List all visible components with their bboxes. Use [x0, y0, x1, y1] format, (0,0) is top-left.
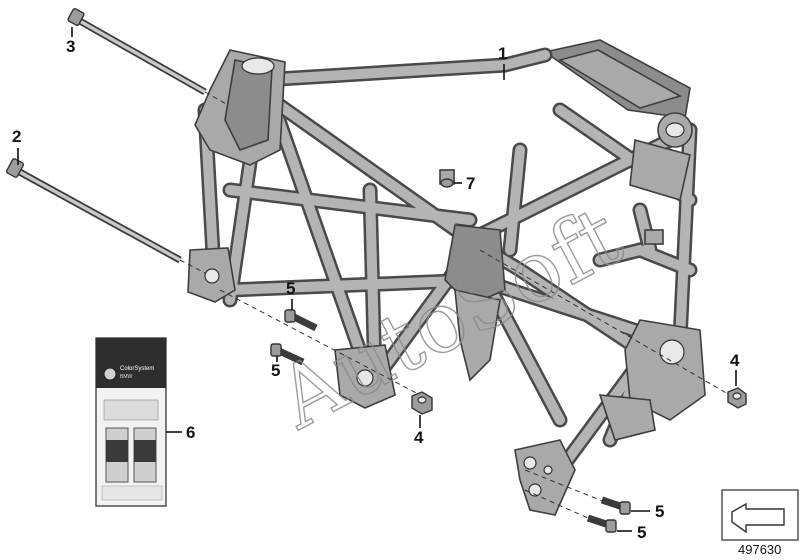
paint-kit-sub: BMW — [120, 374, 133, 380]
frame-rear-top-plate-face — [557, 49, 683, 109]
callouts: 1 2 3 4 4 5 5 5 5 6 7 — [12, 27, 740, 542]
part-7-plug — [440, 178, 454, 188]
bottle-cap — [134, 440, 156, 462]
paint-kit-label — [103, 399, 159, 421]
part-5-bolt-right-upper — [600, 496, 631, 515]
callout-5-left-upper: 5 — [286, 279, 295, 298]
assembly-line — [524, 469, 621, 509]
frame-rear-bracket — [629, 138, 691, 202]
callout-2: 2 — [12, 127, 21, 146]
frame-tab — [644, 229, 664, 245]
nut-hole — [732, 392, 742, 400]
main-frame — [187, 39, 706, 516]
callout-5-left-lower: 5 — [271, 361, 280, 380]
part-4-nut-left — [411, 391, 433, 415]
nut-hole — [417, 396, 427, 404]
frame-head-tube-top — [241, 57, 275, 75]
bolt-head — [619, 501, 631, 515]
reference-number: 497630 — [738, 542, 781, 557]
frame-swingarm-pivot-plate — [624, 319, 706, 421]
callout-5-right-upper: 5 — [655, 502, 664, 521]
bracket-hole — [523, 456, 537, 470]
callout-6: 6 — [186, 423, 195, 442]
knuckle-hole — [665, 122, 685, 138]
callout-3: 3 — [66, 37, 75, 56]
part-2-long-bolt — [5, 158, 182, 264]
direction-arrow-icon — [731, 502, 785, 534]
bolt-head — [605, 519, 617, 533]
paint-kit-brand: ColorSystem — [120, 366, 154, 372]
mount-hole — [356, 369, 374, 387]
callout-4-left: 4 — [414, 428, 424, 447]
kit-footer — [101, 485, 163, 501]
callout-5-right-lower: 5 — [637, 523, 646, 542]
part-5-bolt-left-upper — [284, 309, 318, 332]
bottle-cap — [106, 440, 128, 462]
part-5-bolt-left-lower — [270, 343, 305, 366]
callout-7: 7 — [466, 174, 475, 193]
part-3-long-bolt — [67, 8, 207, 96]
callout-1: 1 — [498, 44, 507, 63]
assembly-line — [179, 259, 206, 274]
mount-hole — [204, 268, 220, 284]
pivot-hole — [659, 339, 685, 365]
bracket-hole — [528, 483, 542, 497]
bolt-head — [270, 343, 282, 357]
view-reference-box: 497630 — [721, 489, 799, 557]
assembly-line — [219, 289, 421, 396]
part-4-nut-right — [727, 387, 747, 409]
callout-4-right: 4 — [730, 351, 740, 370]
assembly-line — [479, 249, 729, 395]
frame-plate — [598, 394, 656, 441]
frame-shock-bracket — [454, 288, 501, 382]
paint-kit-header — [96, 338, 166, 388]
bolt-head — [67, 8, 85, 26]
assembly-line — [524, 489, 607, 527]
bmw-logo-icon — [103, 367, 117, 381]
assembly-line — [204, 91, 229, 106]
bracket-hole — [543, 465, 553, 475]
part-6-paint-kit: ColorSystem BMW — [95, 337, 167, 507]
bolt-head — [284, 309, 296, 323]
